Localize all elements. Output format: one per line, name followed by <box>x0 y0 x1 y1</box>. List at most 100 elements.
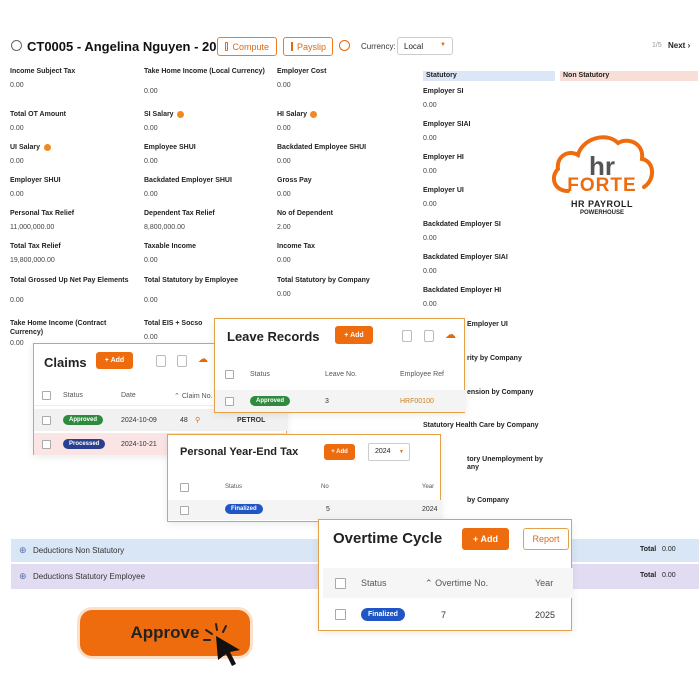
statutory-label: Employer SIAI <box>423 121 471 128</box>
info-icon[interactable] <box>44 144 51 151</box>
table-row[interactable]: Finalized 5 2024 <box>168 500 442 520</box>
tax-header-row: Status No Year <box>168 477 442 497</box>
row-checkbox[interactable] <box>42 440 51 449</box>
field-label: Total OT Amount <box>10 111 66 118</box>
statutory-label-partial: ension by Company <box>467 389 534 396</box>
attachment-icon[interactable]: ⚲ <box>195 417 201 424</box>
chevron-right-icon: › <box>687 41 691 50</box>
row-checkbox[interactable] <box>42 416 51 425</box>
field-value: 0.00 <box>144 334 158 341</box>
info-icon[interactable] <box>177 111 184 118</box>
overtime-add-button[interactable]: + Add <box>462 528 509 550</box>
table-row[interactable]: Approved 3 HRF00100 <box>215 390 466 412</box>
report-button[interactable]: Report <box>523 528 569 550</box>
tax-no: 5 <box>326 506 330 513</box>
cursor-click-icon <box>203 623 240 666</box>
field-value: 0.00 <box>10 158 24 165</box>
col-overtime-no-label: Overtime No. <box>435 578 489 588</box>
plus-circle-icon[interactable]: ⊕ <box>19 545 27 555</box>
field-value: 8,800,000.00 <box>144 224 185 231</box>
row-checkbox[interactable] <box>225 397 234 406</box>
currency-select[interactable]: Local ▼ <box>397 37 453 55</box>
select-all-checkbox[interactable] <box>225 370 234 379</box>
statutory-value: 0.00 <box>423 235 437 242</box>
field-value: 0.00 <box>10 125 24 132</box>
sort-icon[interactable]: ⌃ <box>174 393 180 400</box>
col-year: Year <box>535 578 554 588</box>
statutory-label-partial: tory Unemployment by <box>467 456 543 463</box>
overtime-header-row: Status ⌃ Overtime No. Year <box>323 568 573 598</box>
overtime-no: 7 <box>441 610 447 620</box>
leave-title: Leave Records <box>227 329 320 344</box>
status-badge: Processed <box>63 439 106 449</box>
year-value: 2024 <box>375 448 391 455</box>
col-year: Year <box>422 484 435 490</box>
col-claim-no: ⌃ Claim No. <box>174 392 213 400</box>
copy-icon[interactable] <box>156 355 166 367</box>
status-badge: Approved <box>63 415 104 425</box>
col-status: Status <box>361 578 387 588</box>
statutory-label: Backdated Employer SI <box>423 221 501 228</box>
field-label: Dependent Tax Relief <box>144 210 215 217</box>
field-label: Total Statutory by Employee <box>144 277 238 284</box>
field-label: UI Salary <box>10 144 40 151</box>
select-all-checkbox[interactable] <box>42 391 51 400</box>
chevron-down-icon: ▼ <box>440 42 446 48</box>
copy-icon[interactable] <box>402 330 412 342</box>
field-label: Employer Cost <box>277 68 327 75</box>
next-button[interactable]: Next › <box>668 41 690 50</box>
status-badge: Finalized <box>361 608 405 621</box>
field-value: 0.00 <box>277 125 291 132</box>
field-value: 0.00 <box>277 82 291 89</box>
select-all-checkbox[interactable] <box>335 578 346 589</box>
upload-cloud-icon[interactable]: ☁ <box>445 329 456 341</box>
statutory-label: Backdated Employer SIAI <box>423 254 508 261</box>
total-label: Total <box>640 572 657 579</box>
year-select[interactable]: 2024 ▼ <box>368 443 410 461</box>
col-date: Date <box>121 392 136 399</box>
col-no: No <box>321 484 329 490</box>
claims-title: Claims <box>44 355 87 370</box>
clock-icon[interactable] <box>339 40 350 51</box>
forte-logo: hr FORTE HR PAYROLL POWERHOUSE <box>548 133 656 223</box>
sort-icon[interactable]: ⌃ <box>425 578 433 588</box>
trash-icon[interactable] <box>177 355 187 367</box>
section-label: Deductions Non Statutory <box>33 546 125 555</box>
payslip-label: Payslip <box>297 41 327 52</box>
trash-icon[interactable] <box>424 330 434 342</box>
tax-add-button[interactable]: + Add <box>324 444 355 460</box>
payslip-button[interactable]: Payslip <box>283 37 333 56</box>
table-row[interactable]: Finalized 7 2025 <box>323 602 573 628</box>
field-value: 0.00 <box>277 257 291 264</box>
statutory-label: Employer HI <box>423 154 464 161</box>
upload-cloud-icon[interactable]: ☁ <box>198 354 208 365</box>
claims-add-button[interactable]: + Add <box>96 352 133 369</box>
field-label: Personal Tax Relief <box>10 210 75 217</box>
col-status: Status <box>250 371 270 378</box>
field-value: 0.00 <box>277 158 291 165</box>
leave-add-button[interactable]: + Add <box>335 326 373 344</box>
claims-header-row: Status Date ⌃ Claim No. <box>34 384 288 406</box>
field-label: SI Salary <box>144 111 174 118</box>
info-icon[interactable] <box>310 111 317 118</box>
overtime-title: Overtime Cycle <box>333 530 443 547</box>
field-label: Total Grossed Up Net Pay Elements <box>10 277 129 284</box>
info-circle-icon <box>11 40 22 51</box>
field-value: 0.00 <box>144 297 158 304</box>
statutory-label: Backdated Employer HI <box>423 287 502 294</box>
statutory-value: 0.00 <box>423 301 437 308</box>
compute-button[interactable]: Compute <box>217 37 277 56</box>
select-all-checkbox[interactable] <box>180 483 189 492</box>
field-value: 0.00 <box>144 125 158 132</box>
currency-value: Local <box>404 42 424 51</box>
field-value: 0.00 <box>144 88 158 95</box>
field-label: Gross Pay <box>277 177 312 184</box>
field-label: Take Home Income (Local Currency) <box>144 68 265 75</box>
document-icon <box>291 42 293 51</box>
table-row[interactable]: Approved 2024-10-09 48 ⚲ PETROL <box>34 409 288 431</box>
row-checkbox[interactable] <box>335 609 346 620</box>
plus-circle-icon[interactable]: ⊕ <box>19 571 27 581</box>
statutory-value: 0.00 <box>423 268 437 275</box>
row-checkbox[interactable] <box>180 506 189 515</box>
employee-ref-link[interactable]: HRF00100 <box>400 398 434 405</box>
